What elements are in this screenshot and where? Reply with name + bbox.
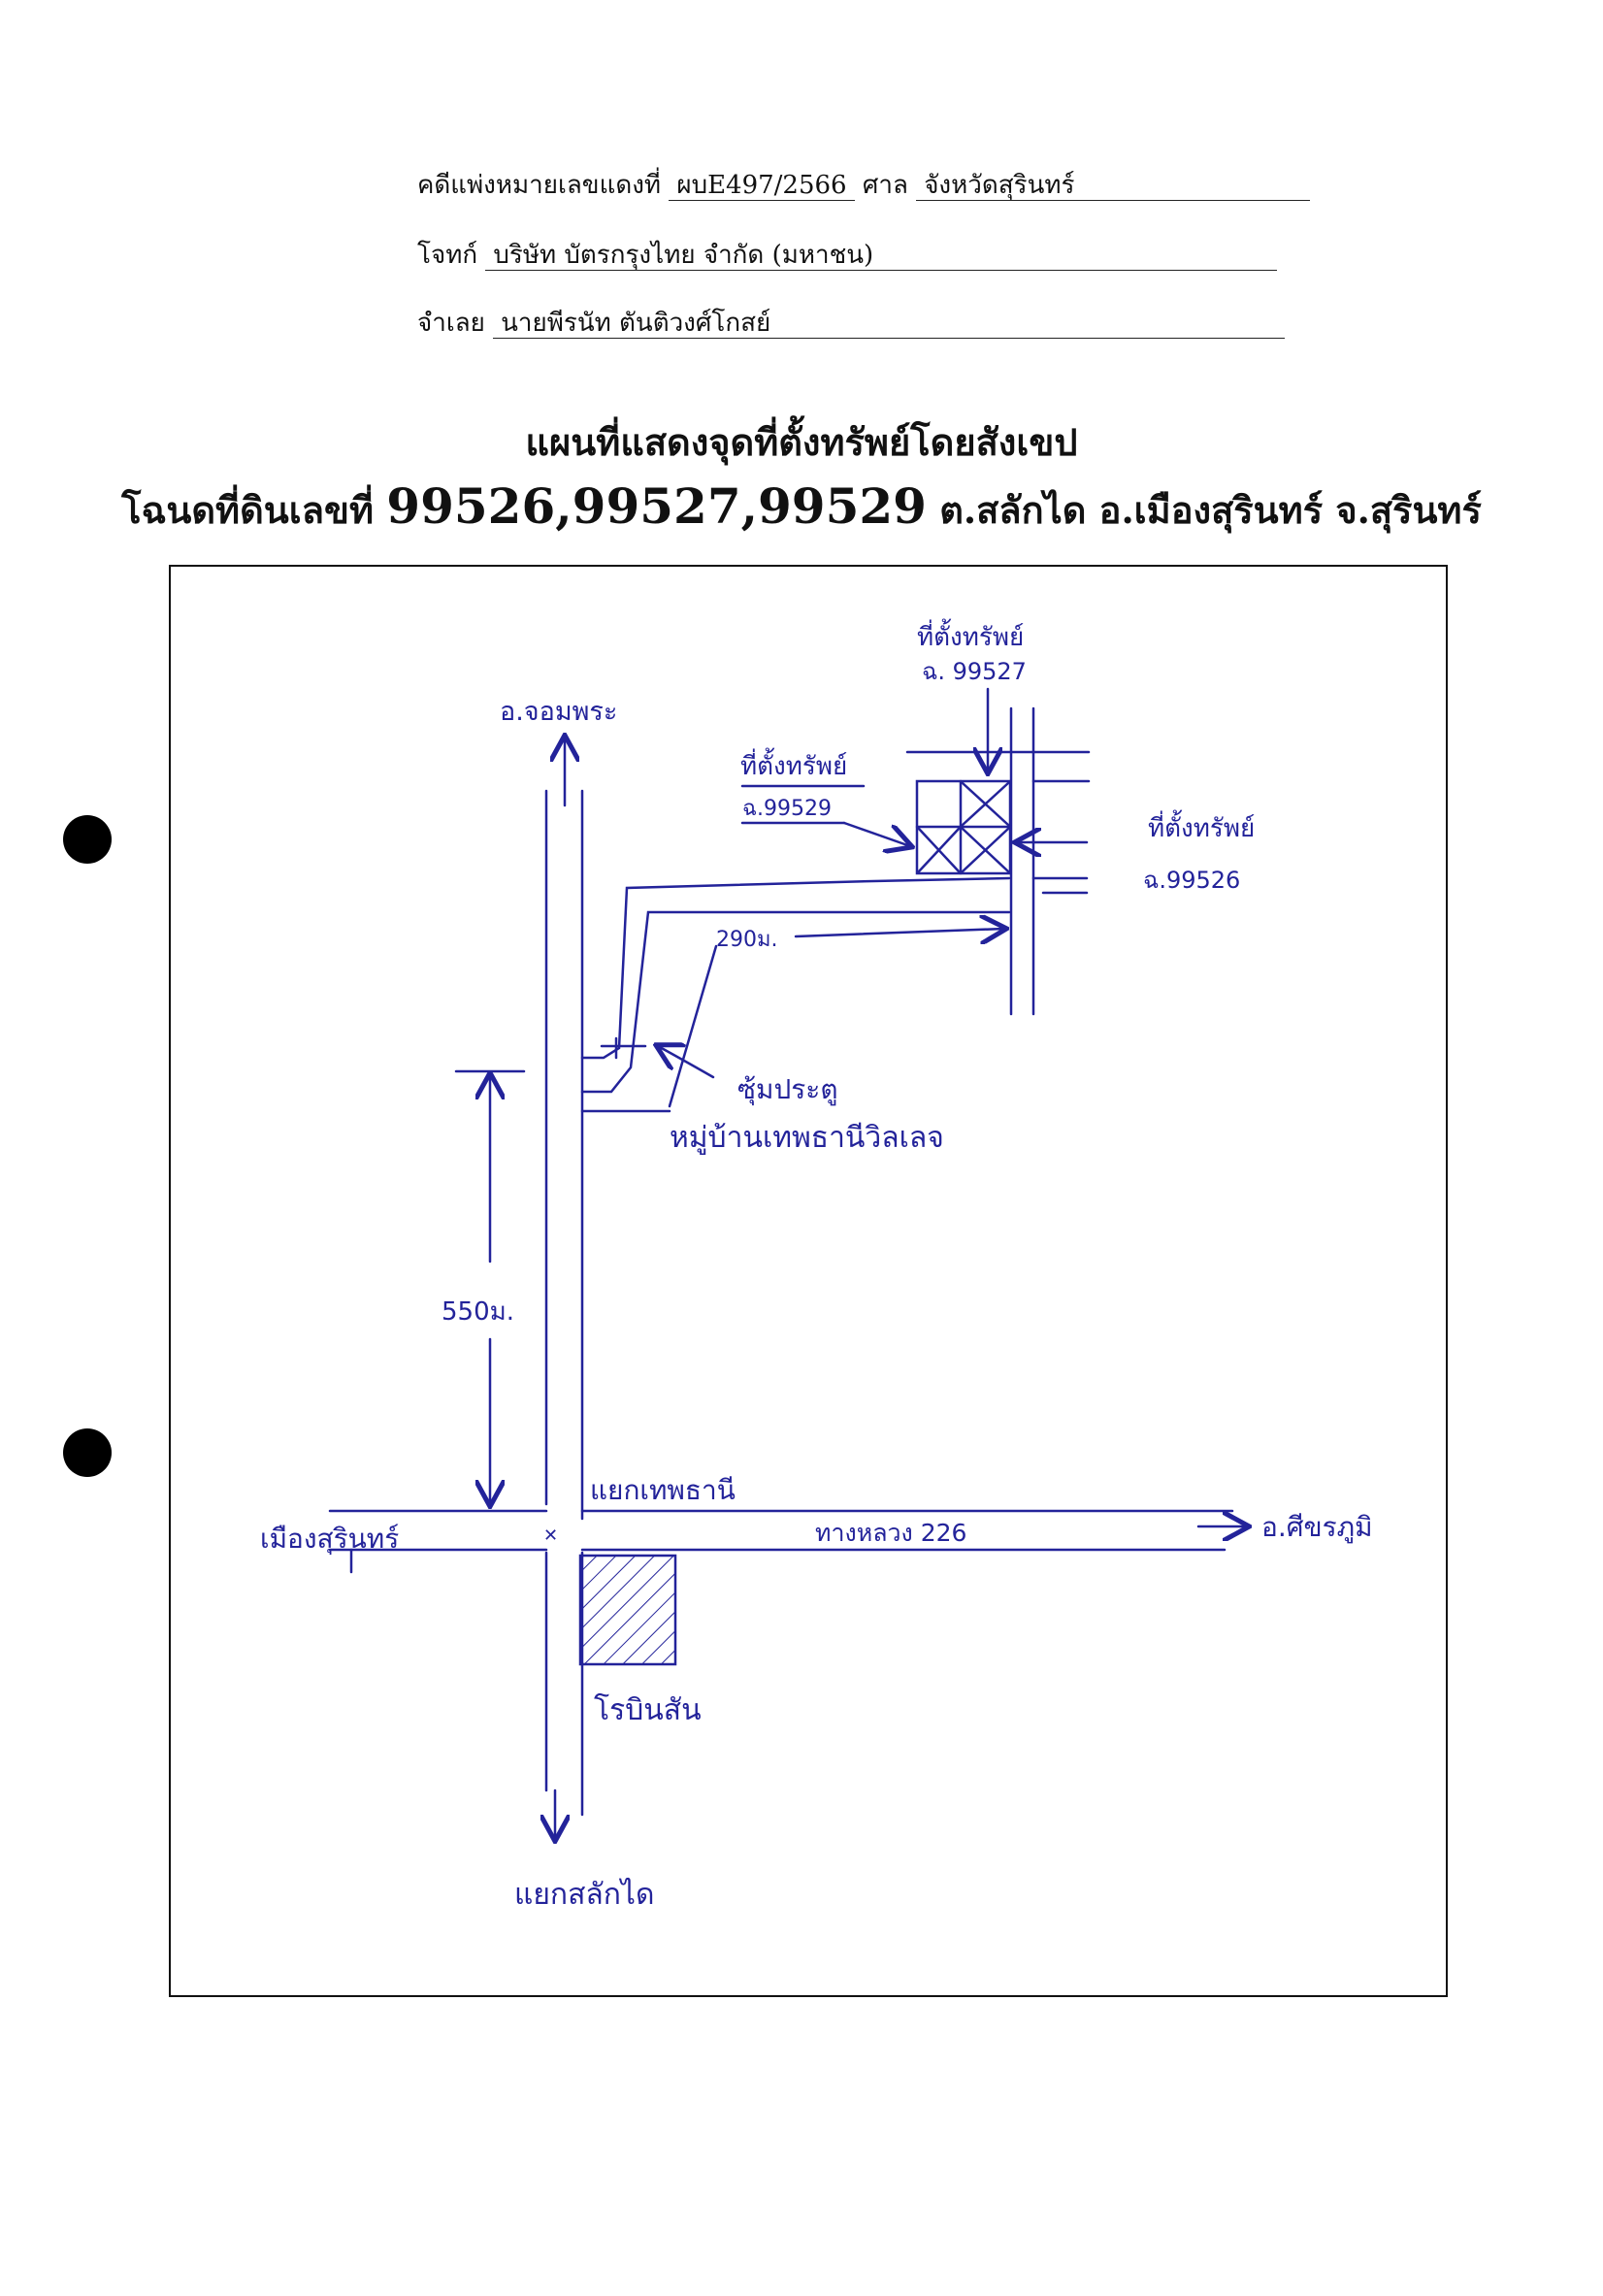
case-number: ผบE497/2566 — [669, 171, 855, 201]
map-title: แผนที่แสดงจุดที่ตั้งทรัพย์โดยสังเขป — [525, 420, 1078, 464]
north-destination-label: อ.จอมพระ — [500, 697, 617, 727]
south-destination-label: แยกสลักได — [514, 1877, 655, 1912]
plot-99526-cross — [961, 827, 1010, 873]
map-subtitle: โฉนดที่ดินเลขที่ 99526,99527,99529 ต.สลั… — [0, 477, 1603, 540]
punch-hole-bottom — [63, 1428, 112, 1477]
court-name: จังหวัดสุรินทร์ — [916, 171, 1311, 201]
plot-99529-cross — [917, 827, 961, 873]
village-gate-label: ซุ้มประตู — [737, 1073, 838, 1106]
west-destination-label: เมืองสุรินทร์ — [260, 1523, 399, 1556]
deed-prefix: โฉนดที่ดินเลขที่ — [121, 488, 375, 532]
deed-location: ต.สลักได อ.เมืองสุรินทร์ จ.สุรินทร์ — [939, 488, 1482, 532]
junction-marker-icon: ✕ — [543, 1525, 558, 1546]
court-label: ศาล — [862, 171, 908, 200]
asset-99529-title: ที่ตั้งทรัพย์ — [740, 747, 847, 781]
case-label: คดีแพ่งหมายเลขแดงที่ — [417, 171, 662, 200]
plot-99527-cross — [961, 781, 1010, 827]
soi-road-inner — [580, 910, 1011, 1113]
deed-numbers: 99526,99527,99529 — [386, 477, 927, 535]
defendant-line: จำเลย นายพีรนัท ตันติวงศ์โกสย์ — [417, 303, 1286, 343]
asset-99527-title: ที่ตั้งทรัพย์ — [917, 618, 1024, 652]
defendant-label: จำเลย — [417, 309, 485, 338]
distance-290-leader — [668, 944, 718, 1108]
highway-label: ทางหลวง 226 — [815, 1519, 966, 1547]
distance-290-arrow — [794, 929, 1004, 936]
asset-99526-title: ที่ตั้งทรัพย์ — [1148, 809, 1255, 843]
robinson-building — [578, 1554, 677, 1666]
soi-road-outer — [580, 876, 1011, 1060]
plaintiff-label: โจทก์ — [417, 241, 478, 270]
distance-290-label: 290ม. — [716, 928, 778, 952]
defendant-name: นายพีรนัท ตันติวงศ์โกสย์ — [493, 309, 1286, 339]
junction-label: แยกเทพธานี — [590, 1474, 736, 1506]
robinson-label: โรบินสัน — [594, 1692, 702, 1727]
case-number-line: คดีแพ่งหมายเลขแดงที่ ผบE497/2566 ศาล จัง… — [417, 165, 1311, 205]
plaintiff-line: โจทก์ บริษัท บัตรกรุงไทย จำกัด (มหาชน) — [417, 235, 1278, 275]
punch-hole-top — [63, 815, 112, 864]
plaintiff-name: บริษัท บัตรกรุงไทย จำกัด (มหาชน) — [485, 241, 1278, 271]
asset-99526-deed: ฉ.99526 — [1143, 867, 1240, 894]
village-label: หมู่บ้านเทพธานีวิลเลจ — [670, 1121, 944, 1155]
asset-99527-deed: ฉ. 99527 — [922, 658, 1027, 685]
map-frame — [169, 565, 1448, 1997]
arrow-to-99529 — [842, 821, 910, 846]
asset-99529-deed: ฉ.99529 — [742, 797, 832, 821]
distance-550-label: 550ม. — [442, 1297, 514, 1327]
east-destination-label: อ.ศีขรภูมิ — [1261, 1511, 1373, 1544]
